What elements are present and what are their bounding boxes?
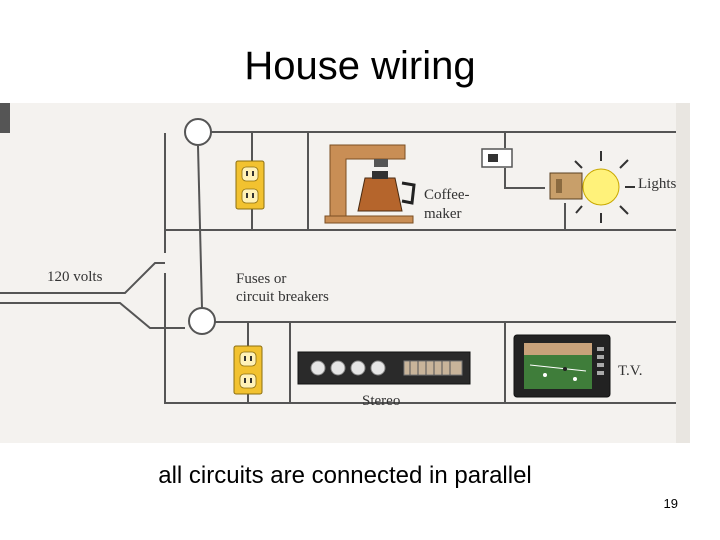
circuit-breaker-icon: [184, 118, 212, 146]
switch-to-bulb: [504, 168, 545, 189]
switch-icon: [481, 148, 513, 168]
wires: [0, 131, 676, 404]
page-edge-shadow: [676, 103, 690, 443]
tv-label: T.V.: [618, 363, 642, 379]
tv-icon: [513, 334, 611, 398]
coffee-label-line1: Coffee-: [424, 187, 470, 203]
lights-label: Lights: [638, 176, 676, 192]
outlet-icon: [233, 345, 263, 395]
stereo-icon: [297, 351, 471, 385]
edge-marker: [0, 103, 10, 133]
fuses-label-line2: circuit breakers: [236, 289, 329, 305]
slide-caption: all circuits are connected in parallel: [158, 462, 532, 489]
wiring-diagram-svg: 120 volts Fuses or circuit breakers Coff…: [0, 103, 690, 443]
fuses-label-line1: Fuses or: [236, 271, 286, 287]
house-wiring-diagram: 120 volts Fuses or circuit breakers Coff…: [0, 103, 690, 443]
fuse-link: [197, 145, 203, 309]
supply-wire-2: [0, 302, 185, 329]
coffee-maker-icon: [324, 144, 416, 224]
slide-title: House wiring: [244, 44, 476, 88]
coffee-label-line2: maker: [424, 206, 461, 222]
stereo-label: Stereo: [362, 393, 400, 409]
voltage-label: 120 volts: [47, 269, 103, 285]
page-number: 19: [663, 496, 678, 511]
supply-wire-1: [0, 262, 165, 294]
light-bulb-icon: [549, 151, 635, 223]
circuit-breaker-icon: [188, 307, 216, 335]
outlet-icon: [235, 160, 265, 210]
